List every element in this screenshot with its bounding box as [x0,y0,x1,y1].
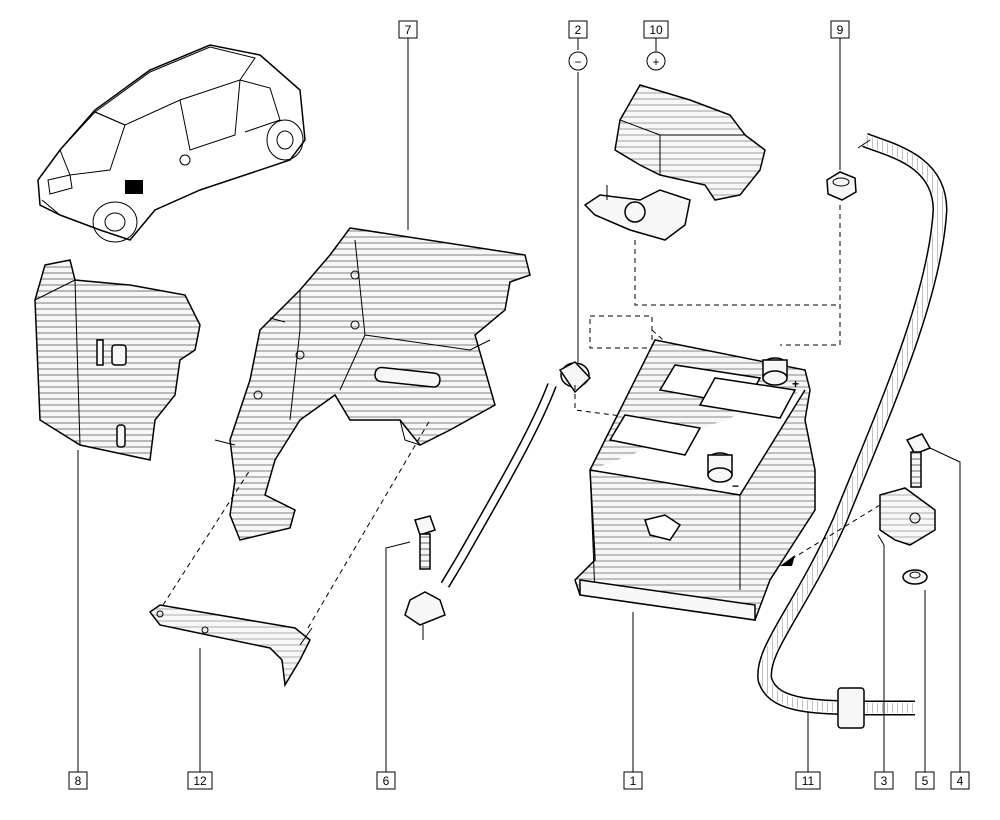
callout-5: 5 [915,771,935,790]
callout-1: 1 [623,771,643,790]
svg-text:+: + [652,55,659,69]
svg-text:9: 9 [837,23,844,37]
negative-cable [404,361,592,640]
svg-text:7: 7 [405,23,412,37]
nut-9 [826,171,857,201]
battery-cover-shield [34,259,201,461]
car-thumbnail [37,44,306,243]
positive-terminal-symbol: + [646,51,666,71]
svg-text:11: 11 [802,774,815,788]
svg-text:10: 10 [649,23,663,37]
svg-text:3: 3 [881,774,888,788]
callout-9: 9 [830,20,850,39]
callout-7: 7 [398,20,418,39]
leader-lines [77,38,961,772]
battery-tray [214,227,531,541]
callout-3: 3 [874,771,894,790]
assembly-line [634,240,840,306]
svg-text:12: 12 [193,774,207,788]
hose-clip-bracket [879,487,936,546]
callout-11: 11 [795,771,821,790]
positive-terminal-cover [583,84,766,241]
callout-10: 10 [643,20,669,39]
negative-terminal-symbol: − [568,51,588,71]
battery-location-marker [125,180,143,194]
assembly-outline [589,315,653,349]
svg-text:−: − [574,55,581,69]
callout-4: 4 [950,771,970,790]
assembly-line [780,205,841,346]
battery-minus-mark: − [732,479,739,493]
assembly-line [162,469,251,606]
battery-plus-mark: + [792,377,799,391]
vent-hose [757,133,948,729]
bolt-4 [905,433,932,488]
svg-text:2: 2 [575,23,582,37]
svg-text:6: 6 [383,774,390,788]
direction-arrow [780,504,881,566]
callout-8: 8 [68,771,88,790]
callout-2: 2 [568,20,588,39]
svg-text:4: 4 [957,774,964,788]
washer-5 [902,569,928,585]
callout-12: 12 [187,771,213,790]
tray-support-bracket [148,604,313,688]
svg-text:1: 1 [630,774,637,788]
svg-text:8: 8 [75,774,82,788]
callout-6: 6 [376,771,396,790]
battery: + − [574,339,816,621]
bolt-6 [414,515,436,570]
svg-text:5: 5 [922,774,929,788]
assembly-line [307,419,431,629]
